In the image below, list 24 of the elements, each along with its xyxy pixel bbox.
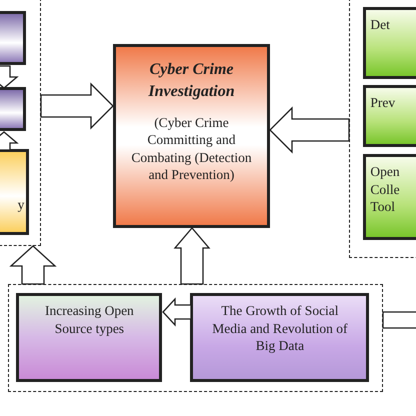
process-box [113, 44, 270, 228]
process-box [16, 293, 162, 382]
box-text: Open Colle Tool [370, 163, 400, 216]
box-text: The Growth of Social Media and Revolution of Big Data [211, 302, 349, 356]
dashed-group-frame [349, 0, 416, 258]
block-arrow [382, 311, 416, 329]
box-title: Cyber Crime Investigation [147, 60, 236, 102]
block-arrow [174, 227, 210, 285]
box-text: Increasing Open Source types [44, 302, 135, 338]
dashed-group-frame [8, 284, 383, 392]
box-text: (Cyber Crime Committing and Combating (Detection and Prevention) [130, 114, 253, 184]
block-arrow [0, 65, 19, 89]
block-arrow [269, 106, 350, 154]
box-text: Det [370, 16, 391, 34]
block-arrow [0, 131, 19, 151]
process-box [363, 85, 416, 148]
box-text: y [16, 196, 24, 214]
process-box [363, 154, 416, 240]
process-box [363, 7, 416, 80]
block-arrow [162, 297, 192, 327]
box-text: Prev [370, 94, 396, 112]
block-arrow [9, 245, 57, 285]
block-arrow [40, 82, 114, 130]
process-box [190, 293, 370, 382]
